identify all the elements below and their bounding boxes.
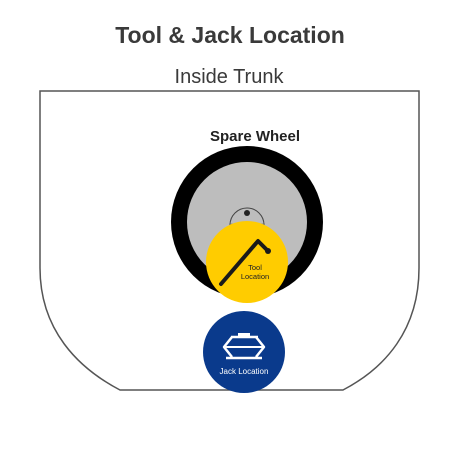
tool-location-circle [206, 221, 288, 303]
jack-location-label: Jack Location [220, 367, 269, 376]
tool-location-marker: Tool Location [206, 221, 288, 303]
scissor-jack-icon [222, 333, 266, 360]
diagram-subtitle: Inside Trunk [175, 66, 285, 88]
jack-location-circle [203, 311, 285, 393]
tool-location-label-line2: Location [241, 272, 269, 281]
spare-wheel-label: Spare Wheel [210, 128, 300, 145]
tool-location-label-line1: Tool [248, 263, 262, 272]
wheel-bolt-icon [244, 210, 250, 216]
diagram-title: Tool & Jack Location [115, 22, 345, 48]
jack-location-marker: Jack Location [203, 311, 285, 393]
lug-wrench-icon [219, 239, 271, 286]
